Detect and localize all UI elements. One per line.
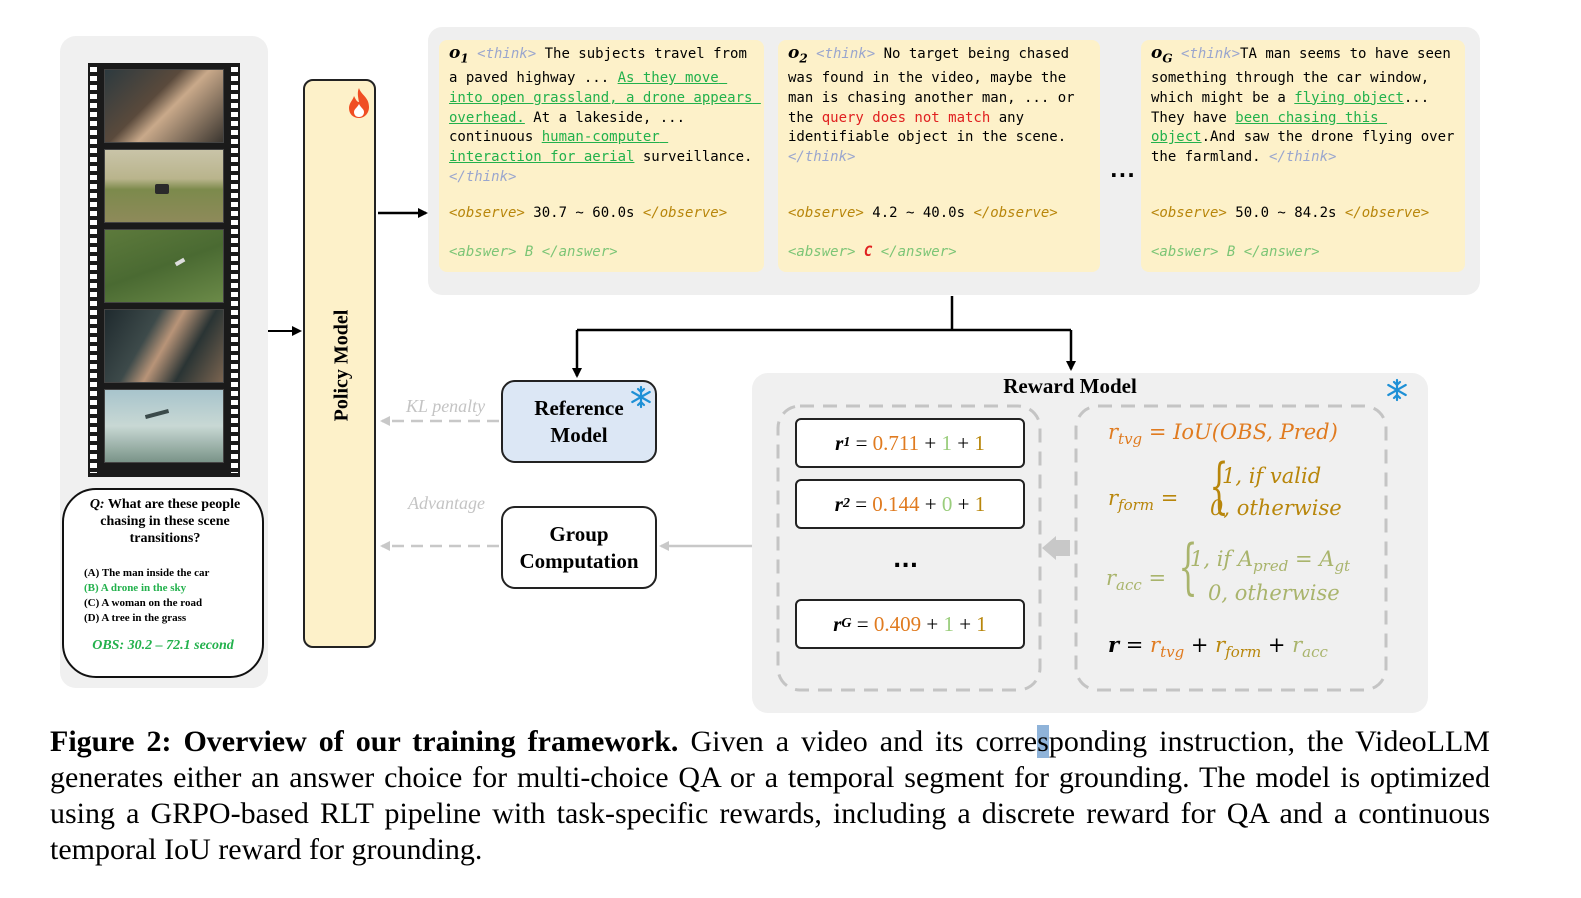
film-strip [88, 63, 240, 477]
reference-model-box: Reference Model [501, 380, 657, 463]
reward-model-title: Reward Model [1003, 374, 1137, 398]
think-open-tag: <think> [477, 46, 537, 62]
formula-acc: racc = [1106, 566, 1167, 595]
video-frame-5 [104, 389, 224, 463]
output-2-observe: <observe> 4.2 ~ 40.0s </observe> [788, 205, 1058, 221]
video-frame-3 [104, 229, 224, 303]
film-sprockets-right [231, 67, 238, 473]
output-2-answer: <abswer> C </answer> [788, 244, 957, 260]
formula-form-case1: 1, if valid [1222, 464, 1322, 488]
brace-form: { [1209, 451, 1229, 521]
formula-form-case2: 0, otherwise [1210, 496, 1342, 520]
correct-reasoning: been chasing this object [1151, 109, 1388, 146]
advantage-label: Advantage [408, 493, 485, 513]
correct-reasoning: As they move into open grassland, a dron… [449, 70, 761, 126]
correct-reasoning: human-computer interaction for aerial [449, 129, 669, 165]
option-a: (A) The man inside the car [84, 567, 210, 579]
policy-model-box: Policy Model [303, 79, 376, 648]
arrow-outputs-split [577, 296, 1071, 332]
reference-model-label: Reference Model [534, 395, 624, 447]
formula-acc-case2: 0, otherwise [1208, 581, 1340, 605]
output-2-label: o2 [788, 43, 808, 66]
ground-truth-obs: OBS: 30.2 – 72.1 second [92, 638, 234, 653]
video-frame-2 [104, 149, 224, 223]
wrong-reasoning: query does not match [821, 109, 991, 126]
brace-acc: { [1178, 532, 1198, 602]
question-text: Q: What are these people chasing in thes… [74, 496, 256, 547]
formula-acc-case1: 1, if Apred = Agt [1190, 547, 1351, 576]
output-card-2: o2 <think> No target being chased was fo… [778, 40, 1100, 272]
formula-form: rform = [1108, 486, 1179, 515]
group-computation-label: Group Computation [519, 521, 639, 573]
correct-reasoning: flying object [1294, 89, 1404, 106]
option-b: (B) A drone in the sky [84, 582, 187, 594]
think-open-tag: <think> [816, 46, 876, 62]
reward-dashed-groups [776, 404, 1388, 692]
figure-label: Figure 2: Overview of our training frame… [50, 725, 679, 758]
output-g-label: oG [1151, 43, 1173, 66]
output-card-1: o1 <think> The subjects travel from a pa… [439, 40, 764, 272]
think-close-tag: </think> [1269, 148, 1337, 165]
output-1-answer: <abswer> B </answer> [449, 244, 618, 260]
question-label: Q: [89, 497, 105, 512]
video-frame-4 [104, 309, 224, 383]
output-card-g: oG <think>TA man seems to have seen some… [1141, 40, 1465, 272]
fire-icon [349, 88, 369, 118]
rewards-ellipsis: ... [893, 548, 919, 573]
film-sprockets-left [90, 67, 97, 473]
figure-caption: Figure 2: Overview of our training frame… [50, 725, 1490, 866]
formula-tvg: rtvg = IoU(OBS, Pred) [1108, 420, 1338, 449]
think-close-tag: </think> [788, 148, 856, 165]
think-close-tag: </think> [449, 168, 517, 185]
option-c: (C) A woman on the road [84, 597, 203, 609]
think-open-tag: <think> [1181, 46, 1241, 62]
kl-penalty-label: KL penalty [406, 396, 486, 416]
group-computation-box: Group Computation [501, 506, 657, 589]
video-frame-1 [104, 69, 224, 143]
output-g-answer: <abswer> B </answer> [1151, 244, 1320, 260]
option-d: (D) A tree in the grass [84, 612, 187, 624]
policy-model-label: Policy Model [330, 309, 353, 422]
question-body: What are these people chasing in these s… [100, 497, 241, 546]
output-g-observe: <observe> 50.0 ~ 84.2s </observe> [1151, 205, 1430, 221]
text-cursor-highlight: s [1037, 725, 1049, 758]
output-1-observe: <observe> 30.7 ~ 60.0s </observe> [449, 205, 728, 221]
snowflake-icon [631, 385, 651, 409]
question-box: Q: What are these people chasing in thes… [62, 488, 264, 678]
formula-total: r = rtvg + rform + racc [1108, 632, 1328, 662]
snowflake-icon [1387, 378, 1407, 402]
outputs-ellipsis: ... [1110, 158, 1136, 182]
output-1-label: o1 [449, 43, 469, 66]
